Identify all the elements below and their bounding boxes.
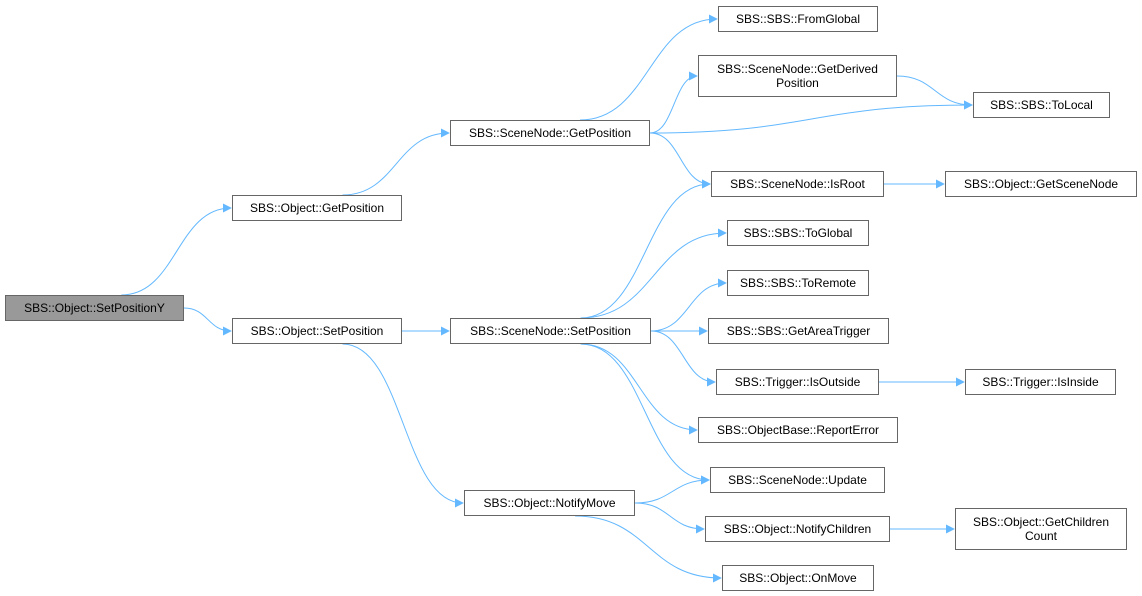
node-setposy: SBS::Object::SetPositionY xyxy=(5,295,184,321)
edge-notifymove-to-notifychildren xyxy=(634,502,705,534)
edge-sngetpos-to-fromglobal xyxy=(579,14,718,121)
node-fromglobal[interactable]: SBS::SBS::FromGlobal xyxy=(718,6,878,32)
edge-sngetpos-to-getderived xyxy=(649,71,698,134)
node-isoutside[interactable]: SBS::Trigger::IsOutside xyxy=(716,369,879,395)
node-objgetpos[interactable]: SBS::Object::GetPosition xyxy=(232,195,402,221)
edge-snsetpos-to-snupdate xyxy=(580,343,710,485)
edge-notifymove-to-snupdate xyxy=(634,475,710,504)
node-isinside[interactable]: SBS::Trigger::IsInside xyxy=(965,369,1116,395)
node-isroot[interactable]: SBS::SceneNode::IsRoot xyxy=(711,171,884,197)
node-notifymove[interactable]: SBS::Object::NotifyMove xyxy=(464,490,635,516)
edge-snsetpos-to-toglobal xyxy=(580,228,727,319)
edge-sngetpos-to-tolocal xyxy=(649,100,973,134)
node-toglobal[interactable]: SBS::SBS::ToGlobal xyxy=(727,220,869,246)
edge-sngetpos-to-isroot xyxy=(649,132,711,189)
node-notifychildren[interactable]: SBS::Object::NotifyChildren xyxy=(705,516,890,542)
node-toremote[interactable]: SBS::SBS::ToRemote xyxy=(727,270,869,296)
edge-snsetpos-to-isoutside xyxy=(650,330,716,387)
edge-objsetpos-to-notifymove xyxy=(342,343,464,508)
edge-setposy-to-objgetpos xyxy=(121,203,232,296)
edge-objgetpos-to-sngetpos xyxy=(342,128,450,196)
node-objsetpos[interactable]: SBS::Object::SetPosition xyxy=(232,318,402,344)
node-getscenenode[interactable]: SBS::Object::GetSceneNode xyxy=(945,171,1137,197)
node-getareatrigger[interactable]: SBS::SBS::GetAreaTrigger xyxy=(708,318,889,344)
node-sngetpos[interactable]: SBS::SceneNode::GetPosition xyxy=(450,120,650,146)
edge-snsetpos-to-isroot xyxy=(580,179,711,319)
node-getderived[interactable]: SBS::SceneNode::GetDerived Position xyxy=(698,55,897,97)
edge-getderived-to-tolocal xyxy=(896,75,973,110)
node-getchildrencount[interactable]: SBS::Object::GetChildren Count xyxy=(955,508,1127,550)
node-onmove[interactable]: SBS::Object::OnMove xyxy=(722,565,874,591)
node-snsetpos[interactable]: SBS::SceneNode::SetPosition xyxy=(450,318,651,344)
edge-snsetpos-to-reporterror xyxy=(580,343,698,435)
edge-snsetpos-to-toremote xyxy=(650,278,727,332)
edge-notifymove-to-onmove xyxy=(575,515,722,583)
node-tolocal[interactable]: SBS::SBS::ToLocal xyxy=(973,92,1110,118)
node-reporterror[interactable]: SBS::ObjectBase::ReportError xyxy=(698,417,898,443)
edge-setposy-to-objsetpos xyxy=(183,307,232,336)
node-snupdate[interactable]: SBS::SceneNode::Update xyxy=(710,467,885,493)
